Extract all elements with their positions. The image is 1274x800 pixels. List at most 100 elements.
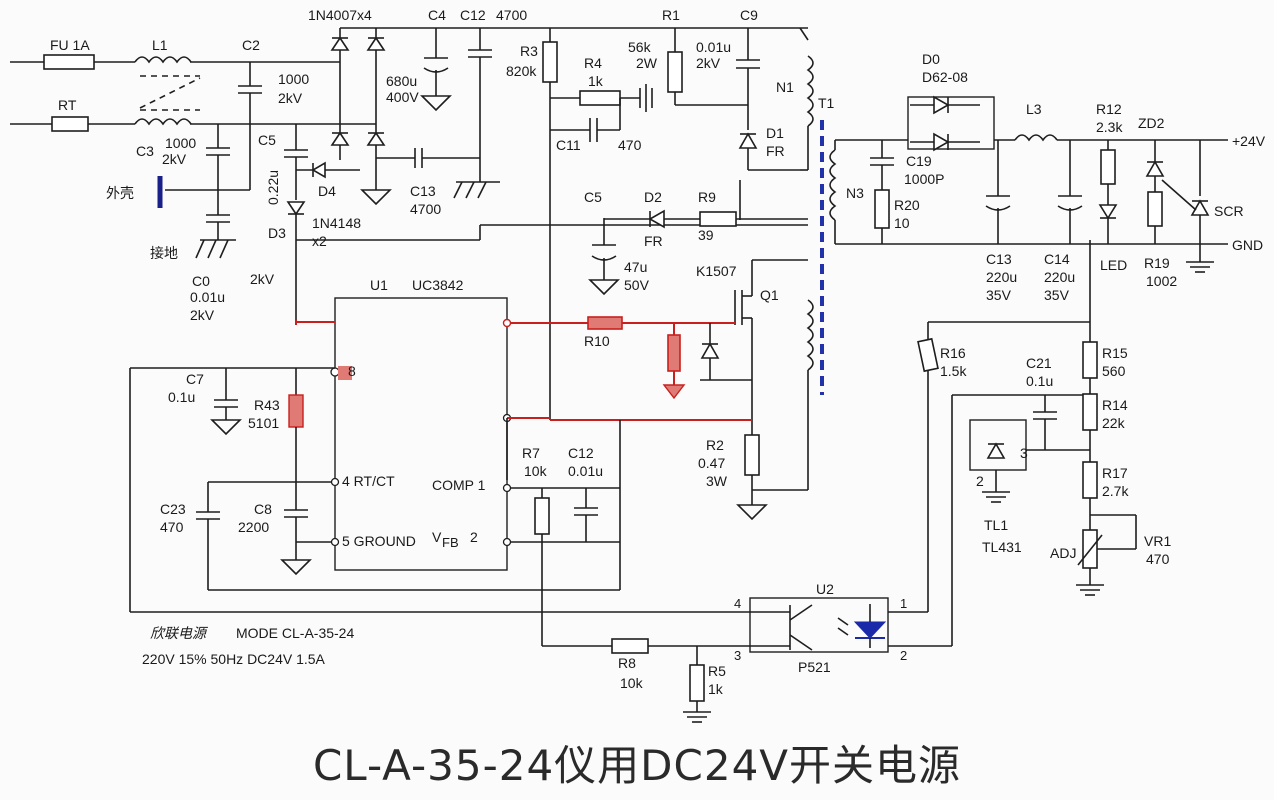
shell-label: 外壳	[106, 185, 134, 201]
d2-label: D2	[644, 189, 662, 205]
c19-value: 1000P	[904, 171, 944, 187]
d0-label: D0	[922, 51, 940, 67]
d1-type: FR	[766, 143, 785, 159]
c8-value: 2200	[238, 519, 269, 535]
u2-pin1: 1	[900, 596, 907, 611]
c14-label: C14	[1044, 251, 1070, 267]
c5a-value: 0.22u	[265, 170, 281, 205]
comp-label: COMP 1	[432, 477, 486, 493]
labels: FU 1A RT L1 C2 1000 2kV C3 1000 2kV 外壳 接…	[50, 7, 1266, 790]
c11-value: 470	[618, 137, 642, 153]
r14-value: 22k	[1102, 415, 1126, 431]
c7-value: 0.1u	[168, 389, 195, 405]
d4-label: D4	[318, 183, 336, 199]
c13-value: 220u	[986, 269, 1017, 285]
c13-voltage: 35V	[986, 287, 1012, 303]
d3-label: D3	[268, 225, 286, 241]
d2-type: FR	[644, 233, 663, 249]
c5-label: C5	[584, 189, 602, 205]
r5-label: R5	[708, 663, 726, 679]
tl1-type: TL431	[982, 539, 1022, 555]
tl-pin2-label: 2	[976, 473, 984, 489]
r20-label: R20	[894, 197, 920, 213]
c11-label: C11	[556, 137, 581, 153]
t1-label: T1	[818, 95, 835, 111]
u1-label: U1	[370, 277, 388, 293]
c21-value: 0.1u	[1026, 373, 1053, 389]
r10-label: R10	[584, 333, 610, 349]
n3-label: N3	[846, 185, 864, 201]
fuse-label: FU 1A	[50, 37, 90, 53]
bridge-label: 1N4007x4	[308, 7, 372, 23]
transformer-secondary-n3	[829, 149, 837, 221]
r2-label: R2	[706, 437, 724, 453]
q1-type: K1507	[696, 263, 737, 279]
thermistor-rt	[51, 116, 89, 132]
c9-voltage: 2kV	[696, 55, 721, 71]
c2-value: 1000	[278, 71, 309, 87]
c4-voltage: 400V	[386, 89, 419, 105]
brand-label: 欣联电源	[150, 625, 209, 641]
r9-value: 39	[698, 227, 714, 243]
earth-label: 接地	[150, 245, 178, 261]
r17-value: 2.7k	[1102, 483, 1129, 499]
mosfet-q1	[508, 259, 808, 420]
c3-label: C3	[136, 143, 154, 159]
fuse	[43, 54, 95, 70]
transformer-primary-drive	[806, 299, 814, 371]
zd2-label: ZD2	[1138, 115, 1165, 131]
c0-voltage-2: 2kV	[250, 271, 275, 287]
tl-pin3-label: 3	[1020, 445, 1028, 461]
c12a-value: 4700	[496, 7, 527, 23]
resistor-r10	[587, 316, 623, 330]
c0-label: C0	[192, 273, 210, 289]
c4-value: 680u	[386, 73, 417, 89]
ic-uc3842	[129, 297, 745, 723]
r2-wattage: 3W	[706, 473, 728, 489]
c7-label: C7	[186, 371, 204, 387]
c8-label: C8	[254, 501, 272, 517]
r12-value: 2.3k	[1096, 119, 1123, 135]
diode-count-label: x2	[312, 233, 327, 249]
rt-label: RT	[58, 97, 77, 113]
pin4-label: 4 RT/CT	[342, 473, 395, 489]
tl1-label: TL1	[984, 517, 1008, 533]
c0-value: 0.01u	[190, 289, 225, 305]
output-stage	[829, 95, 1228, 273]
r16-value: 1.5k	[940, 363, 967, 379]
c14-value: 220u	[1044, 269, 1075, 285]
r8-label: R8	[618, 655, 636, 671]
page-title: CL-A-35-24仪用DC24V开关电源	[313, 741, 961, 790]
u2-type: P521	[798, 659, 831, 675]
c3-voltage: 2kV	[162, 151, 187, 167]
vr1-value: 470	[1146, 551, 1170, 567]
r20-value: 10	[894, 215, 910, 231]
u2-pin4: 4	[734, 596, 741, 611]
r16-label: R16	[940, 345, 966, 361]
u2-pin3: 3	[734, 648, 741, 663]
sense-resistor	[550, 419, 808, 521]
d0-type: D62-08	[922, 69, 968, 85]
v24-label: +24V	[1232, 133, 1266, 149]
spec-label: 220V 15% 50Hz DC24V 1.5A	[142, 651, 326, 667]
transformer-primary-n1	[806, 55, 814, 127]
optocoupler-u2	[745, 597, 952, 653]
r4-value: 1k	[588, 73, 604, 89]
c3-value: 1000	[165, 135, 196, 151]
r7-value: 10k	[524, 463, 548, 479]
c21-label: C21	[1026, 355, 1052, 371]
diode-type-label: 1N4148	[312, 215, 361, 231]
r2-value: 0.47	[698, 455, 725, 471]
r15-value: 560	[1102, 363, 1126, 379]
r1-label: R1	[662, 7, 680, 23]
adj-label: ADJ	[1050, 545, 1076, 561]
u2-pin2: 2	[900, 648, 907, 663]
led-label: LED	[1100, 257, 1127, 273]
mode-label: MODE CL-A-35-24	[236, 625, 354, 641]
ic-body	[334, 297, 508, 571]
r12-label: R12	[1096, 101, 1122, 117]
u2-label: U2	[816, 581, 834, 597]
c5a-label: C5	[258, 132, 276, 148]
